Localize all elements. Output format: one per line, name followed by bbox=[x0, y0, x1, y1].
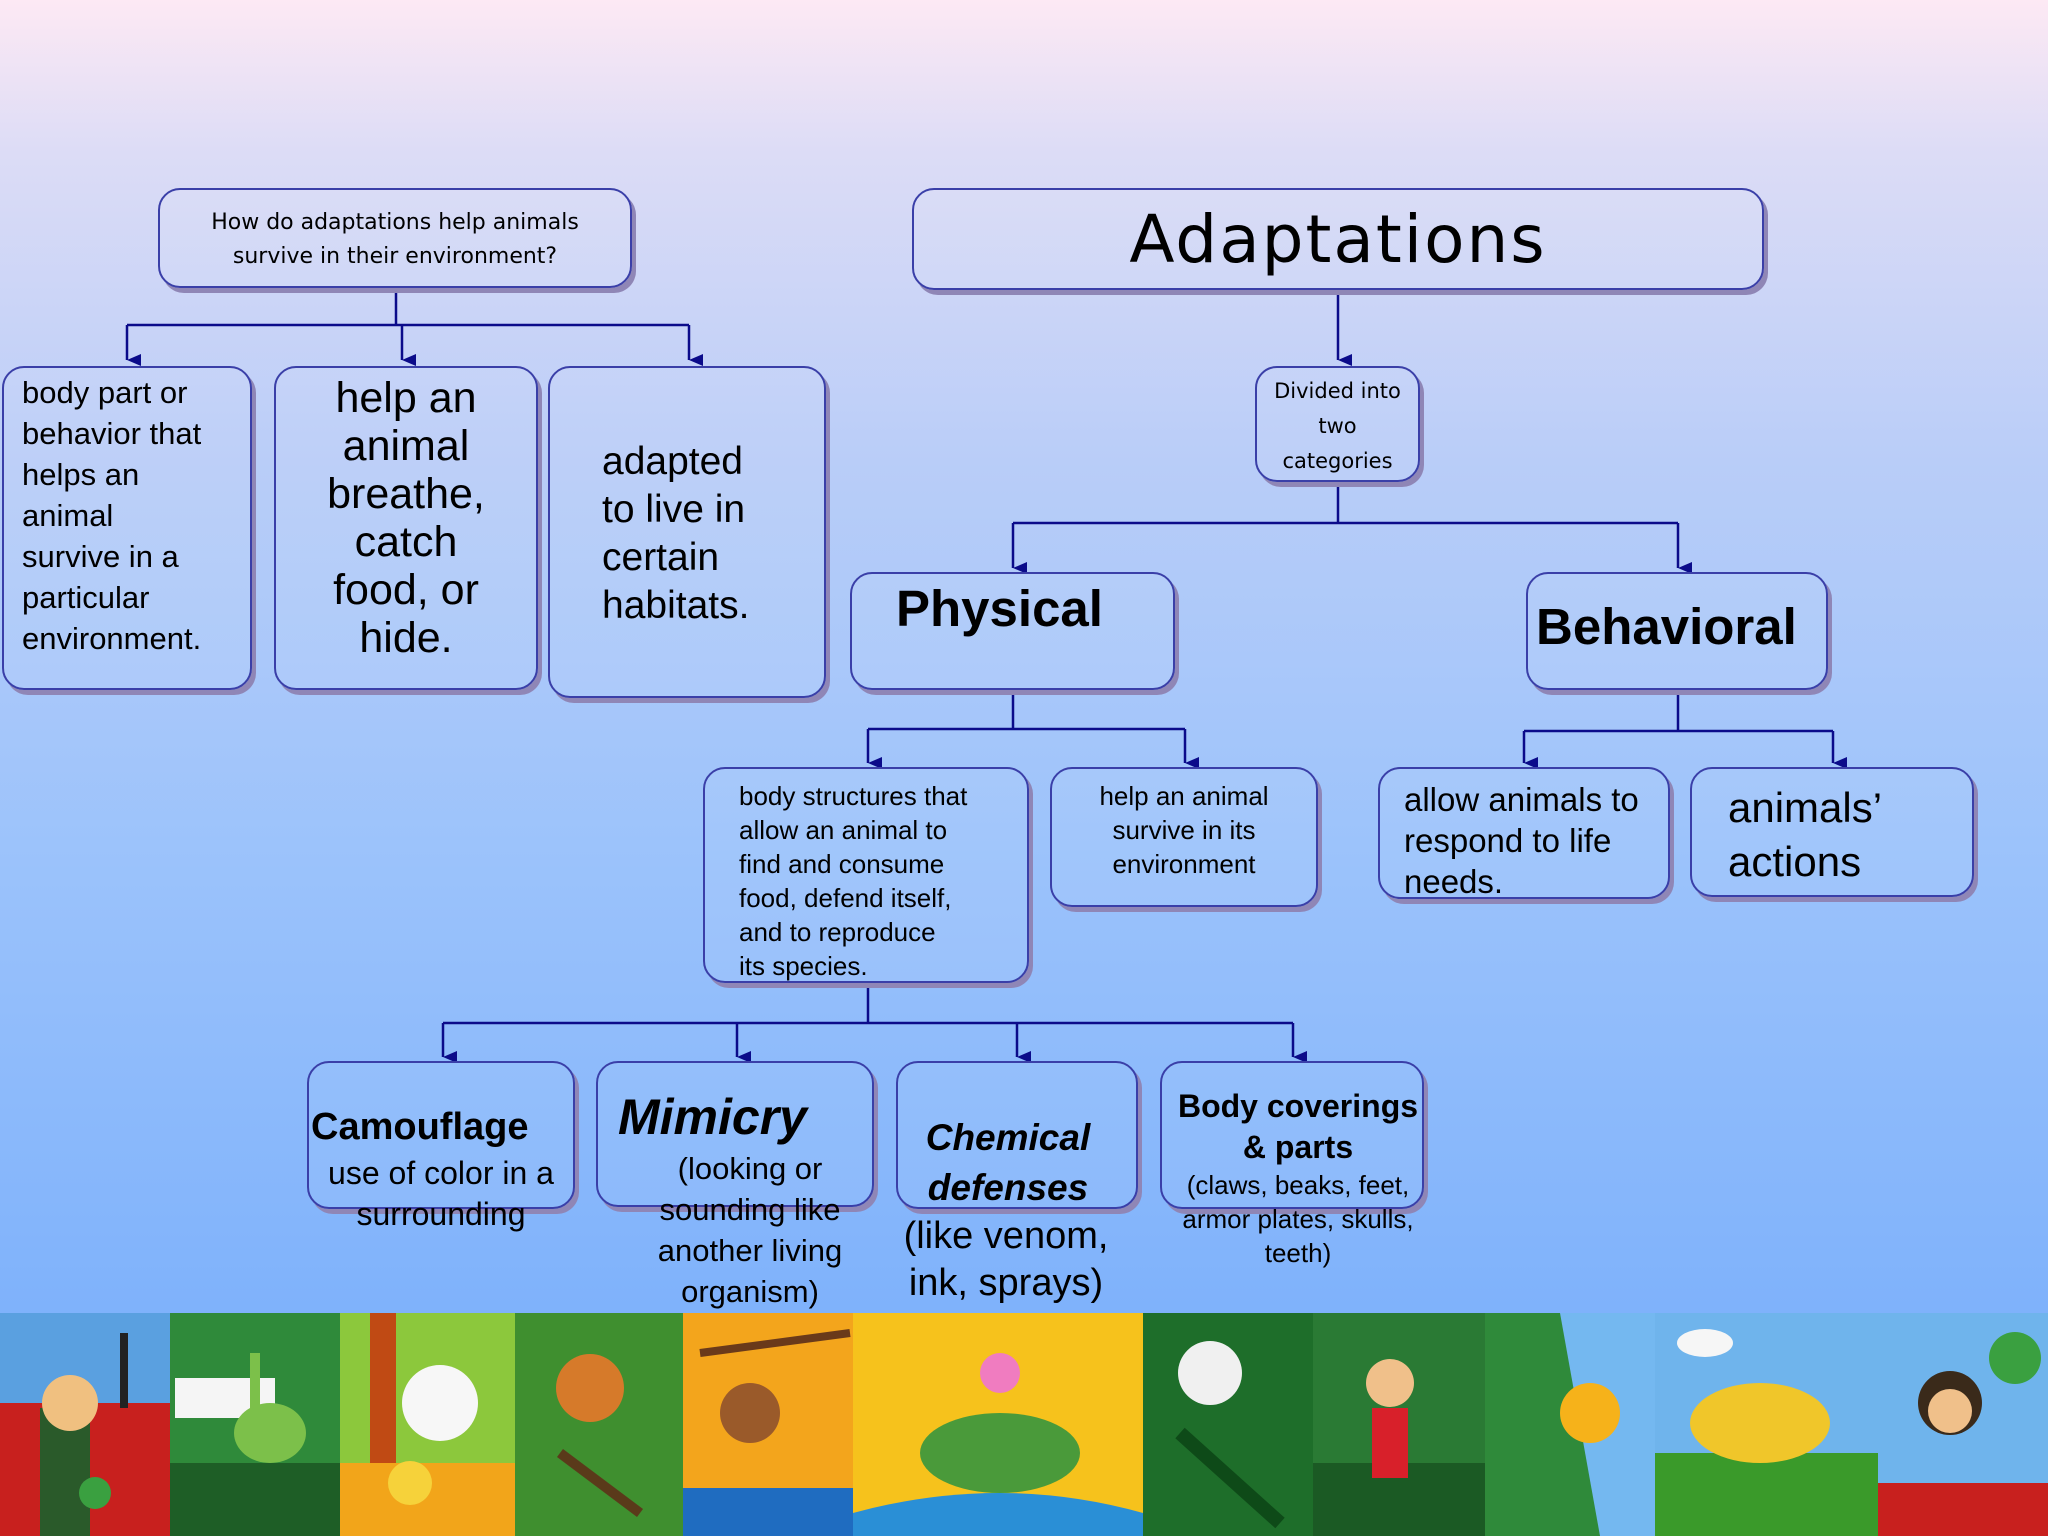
mimicry-title: Mimicry bbox=[618, 1089, 807, 1145]
panel-cat-duck-illustration bbox=[340, 1313, 515, 1536]
panel-monkey-illustration bbox=[515, 1313, 683, 1536]
definition-text-3: adapted to live in certain habitats. bbox=[602, 440, 750, 627]
panel-chef-illustration bbox=[1313, 1313, 1485, 1536]
physical-survive-text: help an animal survive in its environmen… bbox=[1099, 781, 1269, 879]
behavioral-box: Behavioral bbox=[1526, 572, 1828, 690]
behavioral-desc-box: allow animals to respond to life needs. bbox=[1378, 767, 1670, 900]
camouflage-desc: use of color in a surrounding bbox=[328, 1155, 554, 1232]
question-text: How do adaptations help animals survive … bbox=[211, 210, 579, 269]
panel-monkey-branch-illustration bbox=[683, 1313, 853, 1536]
chemical-box bbox=[896, 1061, 1138, 1209]
body-coverings-desc: (claws, beaks, feet, armor plates, skull… bbox=[1182, 1170, 1414, 1268]
definition-text-1: body part or behavior that helps an anim… bbox=[22, 375, 202, 656]
body-coverings-box bbox=[1160, 1061, 1424, 1209]
panel-turtle-illustration bbox=[853, 1313, 1143, 1536]
title-box: Adaptations bbox=[912, 188, 1764, 290]
mimicry-box bbox=[596, 1061, 874, 1207]
behavioral-label: Behavioral bbox=[1536, 598, 1797, 655]
panel-girl-reading-illustration bbox=[1878, 1313, 2048, 1536]
camouflage-box bbox=[307, 1061, 575, 1209]
physical-desc-box: body structures that allow an animal to … bbox=[703, 767, 1029, 983]
physical-label: Physical bbox=[896, 580, 1103, 637]
panel-giraffe-illustration bbox=[170, 1313, 340, 1536]
page-title: Adaptations bbox=[1129, 201, 1547, 278]
definition-box-3: adapted to live in certain habitats. bbox=[548, 366, 826, 698]
physical-desc-text: body structures that allow an animal to … bbox=[739, 781, 968, 981]
behavioral-actions-box: animals’ actions bbox=[1690, 767, 1974, 897]
definition-box-1: body part or behavior that helps an anim… bbox=[2, 366, 252, 690]
physical-survive-box: help an animal survive in its environmen… bbox=[1050, 767, 1318, 907]
body-coverings-title: Body coverings & parts bbox=[1177, 1088, 1419, 1165]
chemical-title: Chemical defenses bbox=[925, 1117, 1091, 1208]
divided-text: Divided into two categories bbox=[1274, 379, 1401, 473]
mimicry-desc: (looking or sounding like another living… bbox=[657, 1151, 843, 1309]
panel-monkey-jungle-illustration bbox=[1143, 1313, 1313, 1536]
animal-illustration-band bbox=[0, 1313, 2048, 1536]
behavioral-actions-text: animals’ actions bbox=[1728, 784, 1883, 885]
camouflage-title: Camouflage bbox=[311, 1106, 529, 1148]
definition-box-2: help an animal breathe, catch food, or h… bbox=[274, 366, 538, 690]
behavioral-desc-text: allow animals to respond to life needs. bbox=[1404, 781, 1639, 900]
divided-box: Divided into two categories bbox=[1255, 366, 1420, 482]
panel-lion-illustration bbox=[1485, 1313, 1655, 1536]
panel-kid-tree-illustration bbox=[0, 1313, 170, 1536]
panel-cow-illustration bbox=[1655, 1313, 1878, 1536]
question-box: How do adaptations help animals survive … bbox=[158, 188, 632, 288]
definition-text-2: help an animal breathe, catch food, or h… bbox=[327, 374, 485, 662]
physical-box: Physical bbox=[850, 572, 1175, 690]
chemical-desc: (like venom, ink, sprays) bbox=[903, 1215, 1109, 1304]
